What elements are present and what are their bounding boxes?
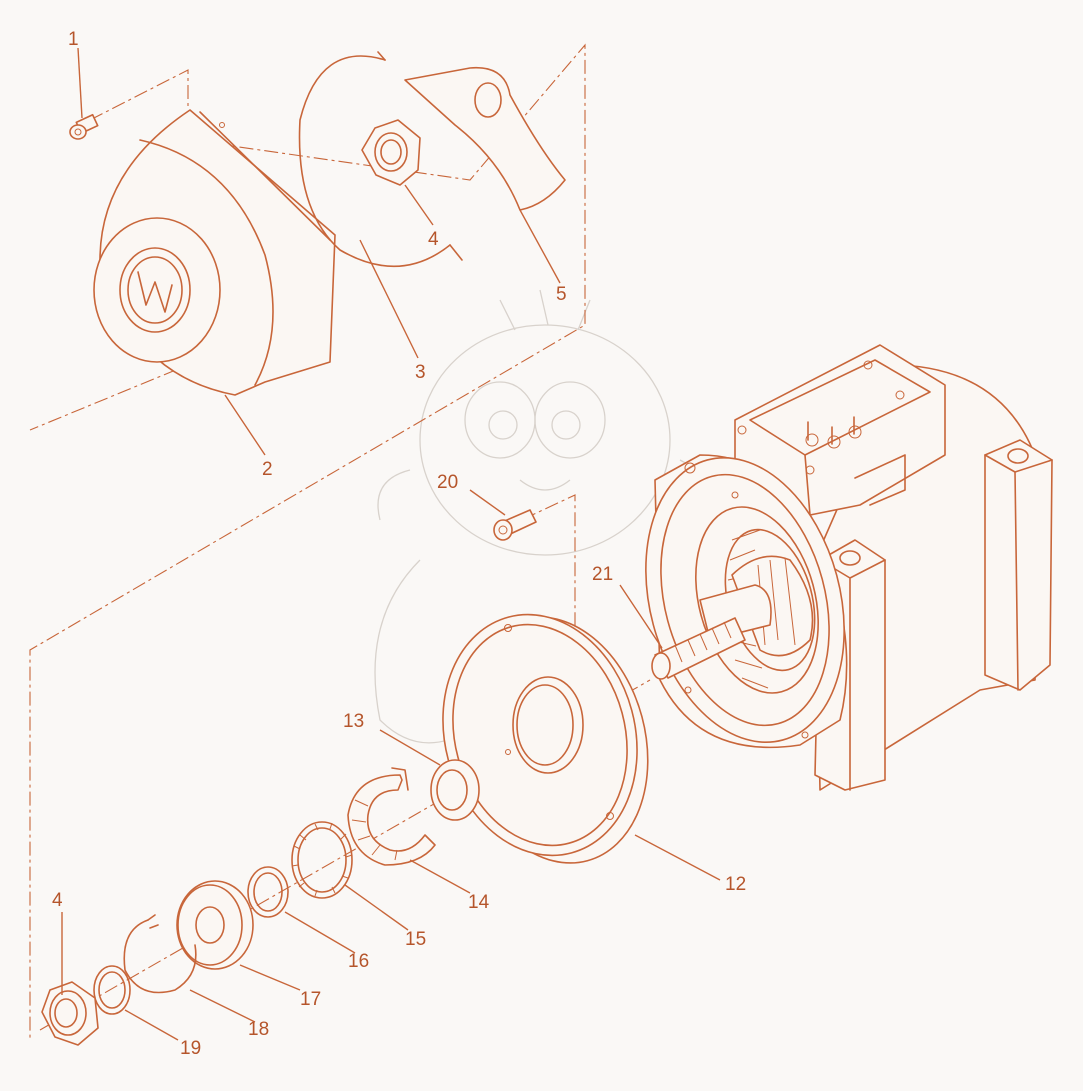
part-18-snap-ring <box>123 914 197 994</box>
callout-14: 14 <box>468 892 490 913</box>
part-16-washer <box>247 866 289 918</box>
callout-2: 2 <box>262 459 273 480</box>
part-3-retaining-ring <box>298 51 463 268</box>
callout-labels: 1 2 3 4 5 20 21 13 12 14 15 16 17 18 4 1… <box>52 29 746 1059</box>
part-1-cap-screw <box>69 113 99 140</box>
callout-20: 20 <box>437 472 458 493</box>
callout-19: 19 <box>180 1038 201 1059</box>
callout-16: 16 <box>348 951 369 972</box>
callout-12: 12 <box>725 874 746 895</box>
callout-13: 13 <box>343 711 364 732</box>
callout-21: 21 <box>592 564 613 585</box>
part-13-bearing <box>430 759 480 821</box>
callout-5: 5 <box>556 284 567 305</box>
callout-3: 3 <box>415 362 426 383</box>
callout-15: 15 <box>405 929 426 950</box>
callout-4-bottom: 4 <box>52 890 63 911</box>
part-20-cap-screw <box>493 509 537 541</box>
leader-lines <box>61 47 721 1041</box>
part-15-wave-spring <box>291 821 353 899</box>
part-4-hex-nut-bottom <box>41 981 99 1046</box>
callout-17: 17 <box>300 989 321 1010</box>
motor-housing <box>734 344 1053 791</box>
part-17-thrust-washer <box>176 880 254 970</box>
part-4-hex-nut-top <box>361 119 421 186</box>
callout-4-top: 4 <box>428 229 439 250</box>
part-14-friction-disc <box>347 767 436 866</box>
callout-1: 1 <box>68 29 79 50</box>
part-5-cam-plate <box>404 66 566 211</box>
callout-18: 18 <box>248 1019 269 1040</box>
part-19-washer <box>93 965 131 1015</box>
part-2-brake-cover <box>93 109 336 396</box>
part-12-brake-housing <box>442 613 649 864</box>
motor-flange <box>645 454 848 749</box>
